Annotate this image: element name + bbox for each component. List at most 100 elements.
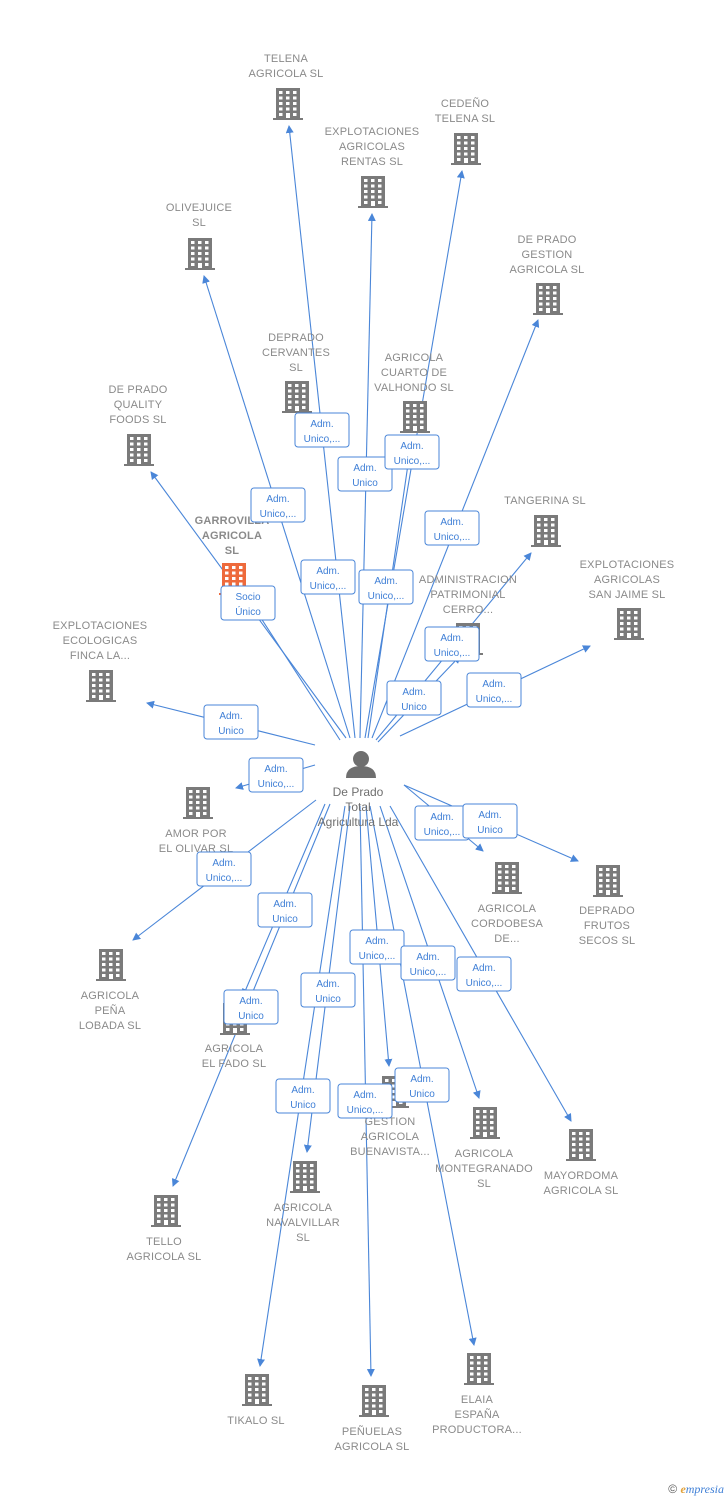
role-text: Unico,... bbox=[359, 951, 396, 962]
company-label: GESTION bbox=[522, 249, 573, 261]
role-label-tello[interactable]: Adm.Unico bbox=[223, 989, 279, 1025]
role-text: Adm. bbox=[482, 679, 505, 690]
role-text: Unico,... bbox=[260, 509, 297, 520]
role-text: Socio bbox=[235, 592, 260, 603]
company-label: PRODUCTORA... bbox=[432, 1424, 522, 1436]
company-label: CERRO... bbox=[443, 604, 494, 616]
company-node-tangerina[interactable]: TANGERINA SL bbox=[504, 495, 586, 547]
company-label: SAN JAIME SL bbox=[589, 589, 666, 601]
role-text: Adm. bbox=[472, 963, 495, 974]
role-label-montegranado[interactable]: Adm.Unico,... bbox=[400, 945, 456, 981]
company-label: AGRICOLAS bbox=[594, 574, 660, 586]
role-text: Adm. bbox=[410, 1074, 433, 1085]
empresia-watermark: © empresia bbox=[668, 1482, 724, 1497]
role-label-cuarto-valhondo[interactable]: Adm.Unico,... bbox=[358, 569, 414, 605]
role-label-explot-rentas[interactable]: Adm.Unico bbox=[337, 456, 393, 492]
role-text: Unico,... bbox=[424, 827, 461, 838]
role-text: Adm. bbox=[273, 899, 296, 910]
company-label: AGRICOLA bbox=[455, 1148, 514, 1160]
role-text: Adm. bbox=[291, 1085, 314, 1096]
role-text: Unico,... bbox=[466, 978, 503, 989]
building-icon bbox=[533, 283, 563, 315]
role-label-admin-patrimonial[interactable]: Adm.Unico bbox=[386, 680, 442, 716]
role-text: Unico,... bbox=[368, 591, 405, 602]
role-label-deprado-frutos[interactable]: Adm.Unico bbox=[462, 803, 518, 839]
role-label-buenavista[interactable]: Adm. Unico,... bbox=[349, 929, 405, 965]
company-label: AGRICOLA SL bbox=[335, 1441, 410, 1453]
building-icon bbox=[273, 88, 303, 120]
role-text: Adm. bbox=[402, 687, 425, 698]
company-label: AGRICOLAS bbox=[339, 141, 405, 153]
role-label-finca-la[interactable]: Adm.Unico bbox=[203, 704, 259, 740]
role-text: Adm. bbox=[353, 1090, 376, 1101]
company-label: SL bbox=[192, 217, 206, 229]
role-text: Unico bbox=[409, 1089, 435, 1100]
role-label-tangerina[interactable]: Adm.Unico,... bbox=[424, 626, 480, 662]
role-text: Unico,... bbox=[347, 1105, 384, 1116]
role-label-telena[interactable]: Adm.Unico,... bbox=[294, 412, 350, 448]
role-label-mayordoma[interactable]: Adm. Unico,... bbox=[456, 956, 512, 992]
company-label: SECOS SL bbox=[579, 935, 636, 947]
company-node-cordobesa[interactable]: AGRICOLACORDOBESADE... bbox=[471, 862, 544, 945]
role-label-olivejuice[interactable]: Adm.Unico,... bbox=[250, 487, 306, 523]
building-icon bbox=[359, 1385, 389, 1417]
building-icon bbox=[614, 608, 644, 640]
role-label-navalvillar[interactable]: Adm.Unico bbox=[300, 972, 356, 1008]
company-node-elaia[interactable]: ELAIAESPAÑAPRODUCTORA... bbox=[432, 1353, 522, 1436]
company-label: CUARTO DE bbox=[381, 367, 447, 379]
company-label: SL bbox=[289, 362, 303, 374]
role-label-cordobesa[interactable]: Adm.Unico,... bbox=[414, 805, 470, 841]
role-label-elaia[interactable]: Adm. Unico bbox=[394, 1067, 450, 1103]
company-label: VALHONDO SL bbox=[374, 382, 454, 394]
empresia-logo[interactable]: empresia bbox=[680, 1482, 724, 1496]
building-icon bbox=[492, 862, 522, 894]
company-node-tikalo[interactable]: TIKALO SL bbox=[227, 1374, 285, 1427]
building-icon bbox=[96, 949, 126, 981]
role-label-deprado-quality[interactable]: Adm.Unico,... bbox=[300, 559, 356, 595]
role-label-pena-lobada[interactable]: Adm.Unico,... bbox=[196, 851, 252, 887]
company-label: ECOLOGICAS bbox=[63, 635, 138, 647]
role-label-deprado-gestion[interactable]: Adm.Unico,... bbox=[424, 510, 480, 546]
role-text: Adm. bbox=[219, 711, 242, 722]
role-text: Unico bbox=[238, 1011, 264, 1022]
role-label-san-jaime[interactable]: Adm.Unico,... bbox=[466, 672, 522, 708]
building-icon bbox=[464, 1353, 494, 1385]
role-label-penuelas[interactable]: Adm. Unico,... bbox=[337, 1083, 393, 1119]
company-label: SL bbox=[296, 1232, 310, 1244]
role-text: Adm. bbox=[365, 936, 388, 947]
company-label: SL bbox=[225, 545, 240, 557]
company-label: AGRICOLA bbox=[205, 1043, 264, 1055]
role-label-el-fado[interactable]: Adm.Unico bbox=[257, 892, 313, 928]
role-text: Unico,... bbox=[258, 779, 295, 790]
role-label-amor-olivar[interactable]: Adm.Unico,... bbox=[248, 757, 304, 793]
role-label-tikalo[interactable]: Adm.Unico bbox=[275, 1078, 331, 1114]
company-label: GESTION bbox=[365, 1116, 416, 1128]
copyright-symbol: © bbox=[668, 1482, 678, 1496]
company-label: AGRICOLA bbox=[202, 530, 262, 542]
role-text: Adm. bbox=[416, 952, 439, 963]
role-label-cedeno[interactable]: Adm.Unico,... bbox=[384, 434, 440, 470]
company-label: DE PRADO bbox=[517, 234, 576, 246]
